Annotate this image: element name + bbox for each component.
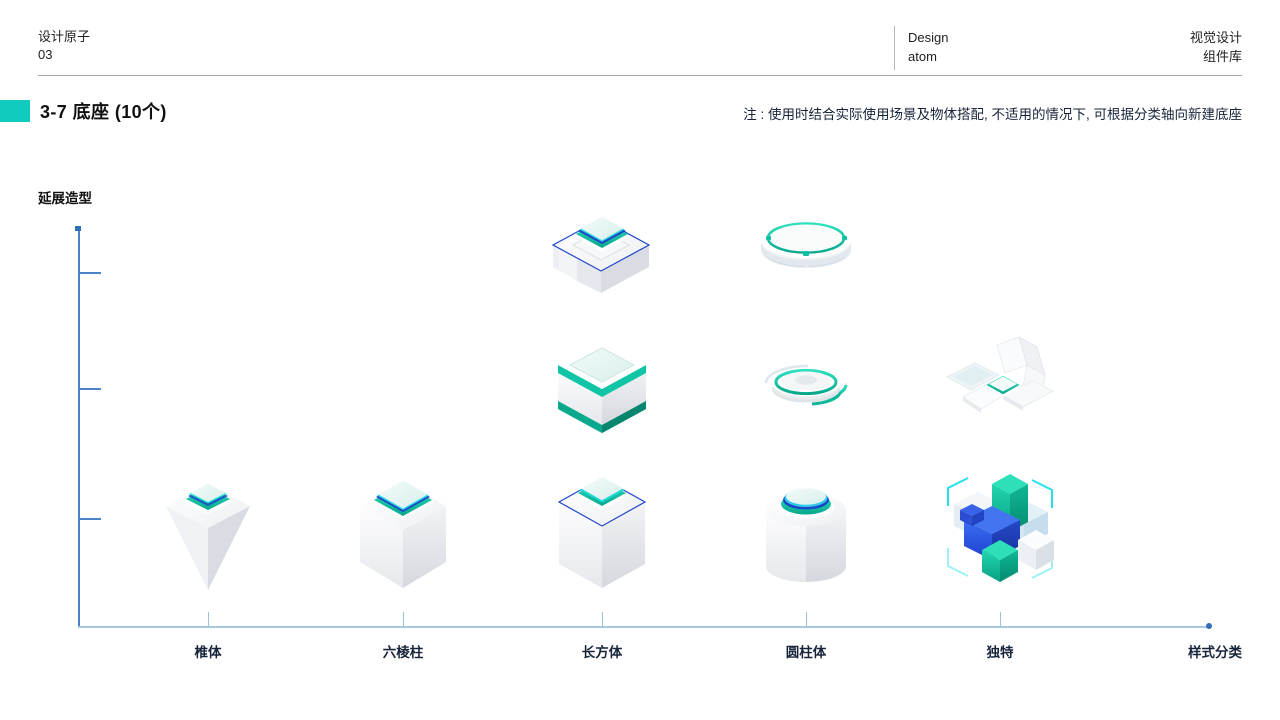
object-unique-panels-base[interactable] <box>941 335 1059 445</box>
x-axis-tick-4 <box>806 612 808 627</box>
usage-note: 注 : 使用时结合实际使用场景及物体搭配, 不适用的情况下, 可根据分类轴向新建… <box>743 107 1242 122</box>
header-brand-line2: atom <box>908 49 937 64</box>
header-page-number: 03 <box>38 47 53 62</box>
x-axis-tick-2 <box>403 612 405 627</box>
header-left-block: 设计原子 03 <box>38 28 90 64</box>
y-axis-tick-1 <box>79 272 101 274</box>
object-cylinder-base[interactable] <box>754 466 858 594</box>
x-axis-tick-3 <box>602 612 604 627</box>
x-axis-name: 样式分类 <box>1188 645 1242 660</box>
x-axis-label-cone: 椎体 <box>194 645 222 660</box>
object-hex-prism-base[interactable] <box>350 464 456 596</box>
header-category-line2: 组件库 <box>1202 49 1242 64</box>
title-accent-block <box>0 100 30 122</box>
page-title: 3-7 底座 (10个) <box>40 102 167 122</box>
x-axis-label-hex: 六棱柱 <box>382 645 424 660</box>
y-axis-label: 延展造型 <box>38 191 92 206</box>
object-cone-base[interactable] <box>156 470 260 596</box>
object-cylinder-ring-base[interactable] <box>750 349 862 427</box>
header-brand-line1: Design <box>908 30 949 45</box>
x-axis-arrow-cap <box>1206 623 1212 629</box>
y-axis-tick-3 <box>79 518 101 520</box>
x-axis-tick-5 <box>1000 612 1002 627</box>
header-doc-title: 设计原子 <box>38 29 91 44</box>
header-category-line1: 视觉设计 <box>1189 30 1242 45</box>
y-axis-tick-2 <box>79 388 101 390</box>
y-axis-arrow-cap <box>75 226 81 231</box>
object-cylinder-puck-base[interactable] <box>751 210 861 280</box>
object-cuboid-base[interactable] <box>547 460 657 596</box>
x-axis-tick-1 <box>208 612 210 627</box>
x-axis-label-cuboid: 长方体 <box>581 645 623 660</box>
y-axis-line <box>78 228 80 628</box>
header-divider-rule <box>38 75 1242 76</box>
object-unique-cross-base[interactable] <box>934 462 1066 594</box>
header-vertical-divider <box>894 26 895 70</box>
header-middle-block: Design atom <box>908 28 948 66</box>
x-axis-line <box>78 626 1210 629</box>
object-cuboid-banded-base[interactable] <box>546 335 658 445</box>
object-cuboid-frame-base[interactable] <box>541 207 663 293</box>
page-header: 设计原子 03 Design atom 视觉设计 组件库 <box>0 0 1280 80</box>
header-right-block: 视觉设计 组件库 <box>1190 28 1242 66</box>
x-axis-label-unique: 独特 <box>986 645 1014 660</box>
x-axis-label-cylinder: 圆柱体 <box>785 645 827 660</box>
